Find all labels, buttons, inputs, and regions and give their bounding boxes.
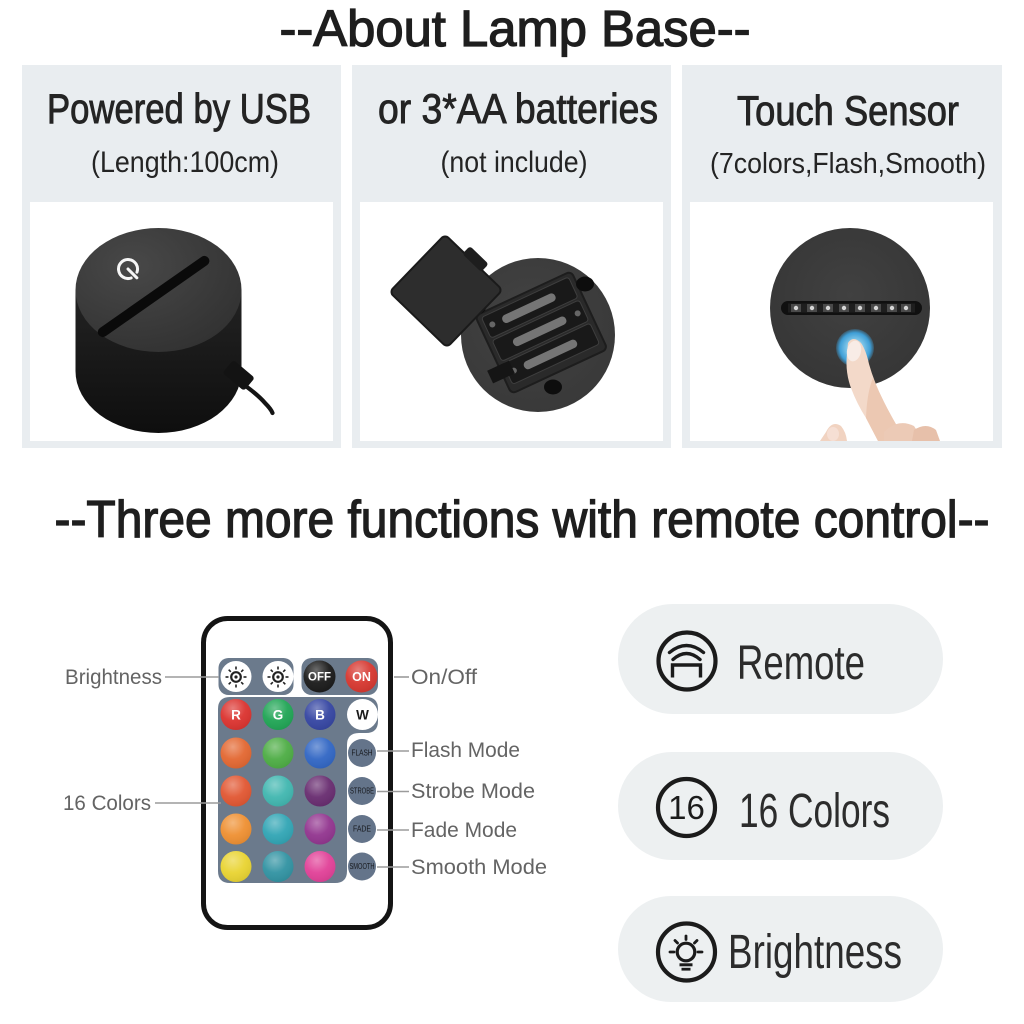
svg-text:OFF: OFF bbox=[308, 672, 331, 684]
svg-text:(Length:100cm): (Length:100cm) bbox=[91, 146, 279, 179]
svg-text:(not include): (not include) bbox=[441, 146, 588, 179]
svg-text:Touch Sensor: Touch Sensor bbox=[737, 87, 959, 134]
svg-text:W: W bbox=[356, 708, 369, 723]
svg-text:Powered by USB: Powered by USB bbox=[47, 85, 311, 132]
svg-text:or 3*AA batteries: or 3*AA batteries bbox=[378, 85, 658, 132]
svg-text:FLASH: FLASH bbox=[352, 749, 373, 758]
svg-text:16: 16 bbox=[668, 789, 705, 826]
svg-text:16 Colors: 16 Colors bbox=[739, 785, 890, 838]
svg-text:ON: ON bbox=[352, 670, 371, 684]
svg-text:Strobe Mode: Strobe Mode bbox=[411, 779, 535, 803]
svg-text:Fade Mode: Fade Mode bbox=[411, 818, 517, 842]
svg-text:--About Lamp Base--: --About Lamp Base-- bbox=[280, 0, 751, 57]
svg-text:Remote: Remote bbox=[737, 637, 865, 690]
svg-text:FADE: FADE bbox=[353, 825, 371, 834]
svg-text:Brightness: Brightness bbox=[65, 665, 162, 689]
svg-text:--Three more functions with re: --Three more functions with remote contr… bbox=[55, 491, 990, 549]
svg-text:SMOOTH: SMOOTH bbox=[350, 862, 375, 871]
svg-text:16 Colors: 16 Colors bbox=[63, 791, 151, 815]
svg-text:Brightness: Brightness bbox=[728, 926, 902, 979]
svg-text:STROBE: STROBE bbox=[350, 787, 374, 796]
svg-text:On/Off: On/Off bbox=[411, 665, 477, 689]
svg-text:(7colors,Flash,Smooth): (7colors,Flash,Smooth) bbox=[710, 148, 986, 180]
svg-text:Smooth Mode: Smooth Mode bbox=[411, 855, 547, 879]
svg-text:Flash Mode: Flash Mode bbox=[411, 738, 520, 762]
